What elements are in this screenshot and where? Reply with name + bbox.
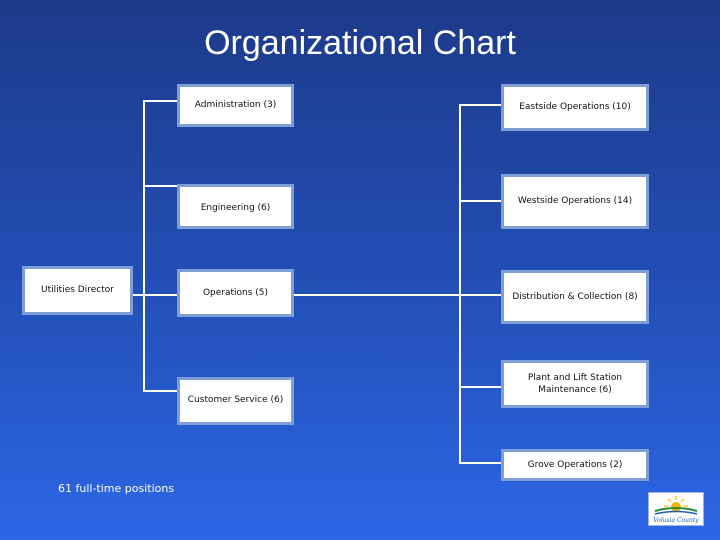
- connector-to-operations: [143, 294, 177, 296]
- node-distribution-collection-label: Distribution & Collection (8): [512, 291, 638, 302]
- logo-text: Volusia County: [653, 517, 699, 524]
- node-engineering-label: Engineering (6): [200, 202, 271, 213]
- connector-to-grove: [459, 462, 501, 464]
- connector-to-distribution: [459, 294, 501, 296]
- connector-to-westside: [459, 200, 501, 202]
- connector-root-to-spine: [133, 294, 145, 296]
- node-westside-operations: Westside Operations (14): [501, 174, 649, 229]
- connector-to-plant-maintenance: [459, 386, 501, 388]
- node-grove-operations: Grove Operations (2): [501, 449, 649, 481]
- node-customer-service-label: Customer Service (6): [187, 394, 284, 405]
- node-engineering: Engineering (6): [177, 184, 294, 229]
- node-eastside-operations: Eastside Operations (10): [501, 84, 649, 131]
- positions-total: 61 full-time positions: [58, 482, 175, 495]
- node-westside-operations-label: Westside Operations (14): [517, 196, 633, 207]
- county-logo: Volusia County: [648, 492, 704, 526]
- node-distribution-collection: Distribution & Collection (8): [501, 270, 649, 324]
- node-administration-label: Administration (3): [194, 100, 277, 111]
- node-utilities-director-label: Utilities Director: [41, 285, 114, 295]
- sun-logo-icon: Volusia County: [653, 496, 699, 524]
- connector-operations-to-spine: [293, 294, 461, 296]
- connector-right-spine: [459, 104, 461, 464]
- connector-to-customer-service: [143, 390, 177, 392]
- node-grove-operations-label: Grove Operations (2): [527, 459, 623, 470]
- node-utilities-director: Utilities Director: [22, 266, 133, 315]
- chart-title: Organizational Chart: [204, 24, 516, 62]
- node-operations-label: Operations (5): [202, 287, 269, 298]
- node-administration: Administration (3): [177, 84, 294, 127]
- node-operations: Operations (5): [177, 269, 294, 317]
- node-eastside-operations-label: Eastside Operations (10): [519, 102, 631, 113]
- connector-to-administration: [143, 100, 177, 102]
- node-plant-lift-station-label: Plant and Lift Station Maintenance (6): [527, 372, 623, 395]
- connector-to-engineering: [143, 185, 177, 187]
- connector-left-spine: [143, 100, 145, 392]
- node-plant-lift-station: Plant and Lift Station Maintenance (6): [501, 360, 649, 408]
- connector-to-eastside: [459, 104, 501, 106]
- node-customer-service: Customer Service (6): [177, 377, 294, 425]
